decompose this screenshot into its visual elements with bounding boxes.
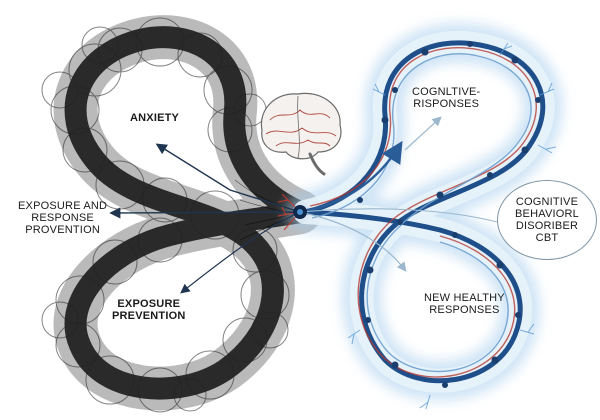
brain-icon bbox=[260, 92, 342, 176]
label-cbt: COGNITIVE BEHAVIORL DISORIBER CBT bbox=[515, 196, 579, 244]
connector-arrows bbox=[109, 116, 498, 294]
healthy-loop bbox=[285, 22, 563, 410]
neuron-nodes bbox=[357, 41, 541, 388]
label-cbt-line-4: CBT bbox=[535, 232, 559, 244]
neuron-hub-icon bbox=[277, 193, 307, 231]
label-cbt-line-2: BEHAVIORL bbox=[515, 208, 579, 220]
label-anxiety-text: ANXIETY bbox=[130, 112, 180, 124]
label-ep-line-1: EXPOSURE bbox=[117, 298, 181, 310]
label-anxiety: ANXIETY bbox=[130, 112, 179, 124]
label-cr-line-1: COGNLTIVE- bbox=[412, 86, 481, 98]
label-exposure-prevention: EXPOSURE PREVENTION bbox=[112, 298, 186, 322]
label-erp-line-2: RESPONSE bbox=[31, 212, 94, 224]
label-cbt-line-1: COGNITIVE bbox=[515, 196, 579, 208]
label-cr-line-2: RISPONSES bbox=[413, 98, 480, 110]
label-nhr-line-1: NEW HEALTHY bbox=[424, 292, 505, 304]
label-erp-line-3: PROVENTION bbox=[25, 224, 100, 236]
label-nhr-line-2: RESPONSES bbox=[429, 304, 500, 316]
label-ep-line-2: PREVENTION bbox=[112, 310, 186, 322]
label-exposure-response-prevention: EXPOSURE AND RESPONSE PROVENTION bbox=[18, 200, 107, 236]
label-cbt-line-3: DISORIBER bbox=[515, 220, 579, 232]
speech-bubble-icon bbox=[497, 180, 597, 260]
label-new-healthy-responses: NEW HEALTHY RESPONSES bbox=[424, 292, 505, 316]
label-cognitive-responses: COGNLTIVE- RISPONSES bbox=[412, 86, 480, 110]
label-erp-line-1: EXPOSURE AND bbox=[18, 200, 108, 212]
